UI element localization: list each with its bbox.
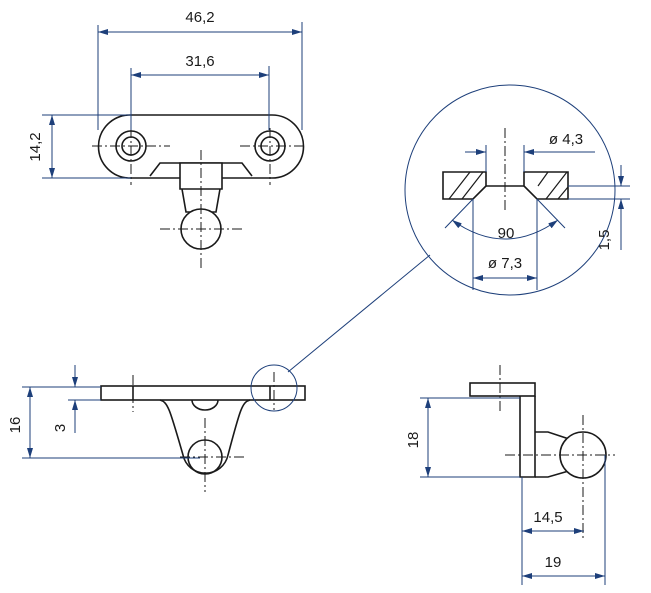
dim-hole-diameter: ø 4,3 <box>549 131 583 148</box>
bracket-body <box>519 396 536 478</box>
dim-countersink-depth: 1,5 <box>596 230 613 251</box>
dim-height: 16 <box>7 417 24 434</box>
dim-overall-length: 46,2 <box>185 9 214 26</box>
dim-countersink-diameter: ø 7,3 <box>488 255 522 272</box>
dim-side-height: 18 <box>405 432 422 449</box>
detail-marker-circle <box>250 364 298 412</box>
dim-plate-thickness: 3 <box>52 424 69 432</box>
detail-leader-line <box>287 254 431 373</box>
mounting-plate-outline <box>97 114 305 179</box>
top-view: 46,2 31,6 14,2 <box>27 9 305 270</box>
dim-overall-depth: 19 <box>545 554 562 571</box>
dim-hole-spacing: 31,6 <box>185 53 214 70</box>
plate-edge <box>469 382 536 397</box>
dim-ball-offset: 14,5 <box>533 509 562 526</box>
dim-arc-countersink-angle <box>451 219 559 240</box>
countersink-section <box>442 171 569 200</box>
dim-countersink-angle: 90 <box>498 225 515 242</box>
plate-side <box>100 385 306 401</box>
detail-circle <box>404 84 616 296</box>
detail-view: ø 4,3 90 ø 7,3 1,5 <box>287 84 630 373</box>
front-view: 16 3 <box>7 364 306 492</box>
dim-width: 14,2 <box>27 132 44 161</box>
side-view: 18 14,5 19 <box>405 365 615 585</box>
